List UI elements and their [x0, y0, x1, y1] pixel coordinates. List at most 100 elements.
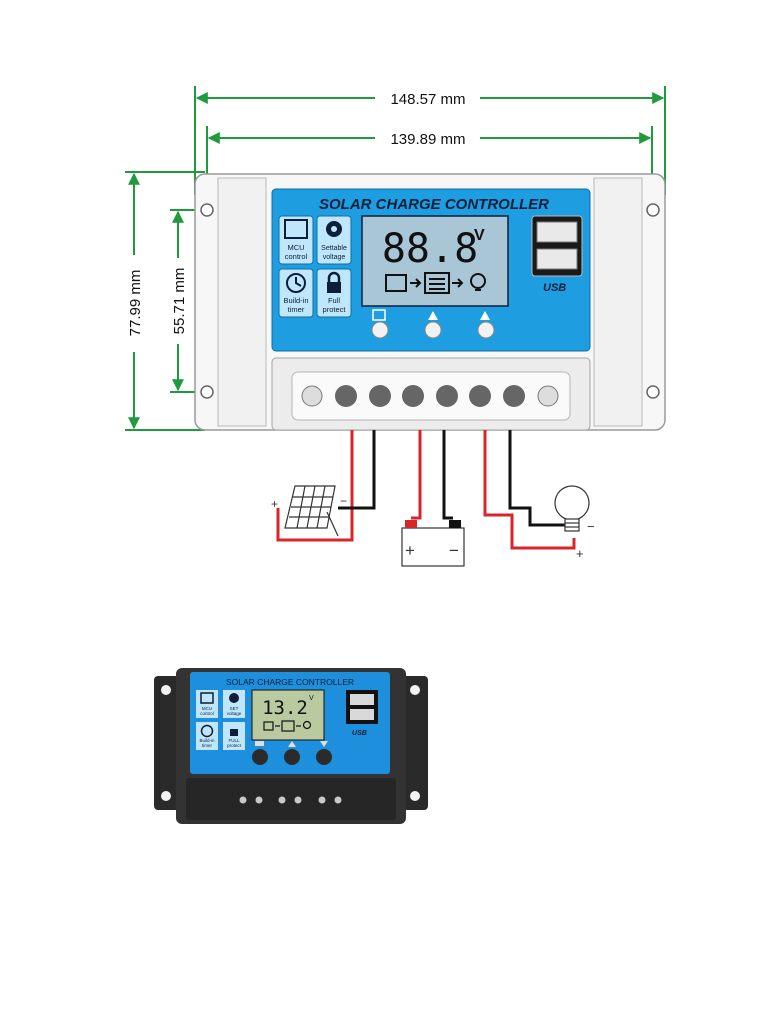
wire-solar-positive: [276, 430, 354, 542]
solar-positive-sign: +: [271, 497, 278, 511]
chip-icon: [200, 692, 214, 704]
photo-up-button[interactable]: [284, 749, 300, 765]
clock-icon: [200, 724, 214, 738]
down-button[interactable]: [477, 321, 495, 339]
wire-battery-positive: [411, 430, 422, 520]
mount-hole-icon: [646, 385, 660, 399]
dimension-hole-width-label: 139.89 mm: [390, 131, 465, 148]
dimension-overall-width-label: 148.57 mm: [390, 91, 465, 108]
photo-feature-timer-line1: Build-in: [199, 738, 215, 743]
photo-down-button[interactable]: [316, 749, 332, 765]
terminal-battery-negative: [436, 385, 458, 407]
clock-icon: [286, 273, 306, 293]
photo-title: SOLAR CHARGE CONTROLLER: [226, 677, 354, 687]
mount-hole-icon: [410, 685, 420, 695]
light-bulb-icon: [554, 485, 590, 532]
up-button[interactable]: [424, 321, 442, 339]
photo-feature-set: [223, 690, 245, 718]
lcd-reading: 88.8: [382, 226, 478, 272]
terminal-battery-positive: [402, 385, 424, 407]
up-arrow-icon: [288, 741, 296, 747]
feature-timer-line1: Build-in: [283, 296, 308, 305]
photo-feature-set-line1: SET: [230, 706, 239, 711]
menu-icon: [255, 741, 264, 746]
usb-port-icon: [536, 248, 578, 270]
photo-lcd-unit: V: [309, 695, 314, 702]
feature-protect-line1: Full: [328, 296, 340, 305]
wire-solar-negative: [338, 430, 376, 510]
feature-mcu-line1: MCU: [287, 243, 304, 252]
photo-lcd-solar-battery-load-icon: [263, 720, 312, 732]
mount-hole-icon: [161, 685, 171, 695]
mount-hole-icon: [200, 385, 214, 399]
chip-icon: [284, 219, 308, 239]
terminal-solar-negative: [369, 385, 391, 407]
mount-hole-icon: [410, 791, 420, 801]
photo-lcd-reading: 13.2: [262, 697, 308, 719]
terminal-screw-cover-icon: [301, 385, 323, 407]
mount-hole-icon: [200, 203, 214, 217]
lock-icon: [327, 271, 341, 293]
mount-hole-icon: [161, 791, 171, 801]
terminal-load-positive: [469, 385, 491, 407]
diagram-title: SOLAR CHARGE CONTROLLER: [319, 196, 549, 213]
dimension-overall-height: [125, 171, 205, 431]
battery-positive-sign: +: [405, 541, 415, 560]
gear-icon: [326, 221, 342, 237]
load-negative-sign: −: [587, 519, 595, 534]
photo-feature-protect-line2: protect: [227, 743, 242, 748]
usb-port-icon: [350, 694, 374, 705]
up-arrow-icon: [428, 311, 438, 320]
mount-hole-icon: [646, 203, 660, 217]
photo-feature-set-line2: voltage: [227, 711, 242, 716]
feature-settable-box: [316, 215, 352, 265]
feature-settable-line1: Settable: [321, 245, 347, 252]
terminal-screw-cover-icon: [537, 385, 559, 407]
down-light-icon: [320, 741, 328, 747]
menu-icon: [372, 309, 386, 321]
photo-terminal-block: [186, 778, 396, 820]
wire-load-negative: [508, 430, 566, 527]
usb-port-icon: [350, 709, 374, 720]
terminal-solar-positive: [335, 385, 357, 407]
product-photo: SOLAR CHARGE CONTROLLER MCU control SET …: [154, 668, 428, 824]
photo-feature-mcu-line1: MCU: [202, 706, 212, 711]
photo-feature-mcu-line2: control: [200, 711, 214, 716]
terminal-load-negative: [503, 385, 525, 407]
battery-negative-sign: −: [449, 541, 459, 560]
lcd-solar-battery-load-icon: [385, 272, 486, 294]
photo-lcd-screen: [251, 689, 325, 741]
photo-menu-button[interactable]: [252, 749, 268, 765]
load-positive-sign: +: [576, 546, 584, 561]
usb-port-icon: [536, 221, 578, 243]
photo-feature-timer-line2: timer: [202, 743, 213, 748]
usb-label: USB: [543, 282, 566, 294]
dimension-overall-width: [194, 86, 666, 195]
feature-mcu-line2: control: [285, 252, 308, 261]
gear-icon: [229, 693, 239, 703]
photo-feature-protect-line1: FULL: [228, 738, 240, 743]
wiring: [276, 430, 576, 550]
solar-panel-icon: [284, 485, 339, 537]
menu-button[interactable]: [371, 321, 389, 339]
lcd-unit: V: [474, 227, 485, 244]
feature-timer-line2: timer: [288, 305, 305, 314]
feature-settable-line2: voltage: [323, 254, 346, 261]
lock-icon: [230, 729, 238, 736]
solar-negative-sign: −: [340, 494, 347, 508]
terminal-block: [271, 357, 591, 431]
photo-terminal-screws: [239, 796, 342, 804]
wire-load-positive: [483, 430, 576, 550]
battery-icon: [401, 520, 465, 567]
dimension-hole-height-label: 55.71 mm: [171, 268, 188, 335]
feature-protect-line2: protect: [323, 305, 347, 314]
down-light-icon: [480, 311, 490, 320]
dimension-overall-height-label: 77.99 mm: [127, 270, 144, 337]
photo-usb-label: USB: [352, 730, 367, 737]
feature-mcu-box: [278, 215, 314, 265]
wire-battery-negative: [442, 430, 453, 520]
dimension-hole-width: [206, 126, 653, 205]
diagram-front-panel: SOLAR CHARGE CONTROLLER MCU control Sett…: [271, 188, 591, 352]
lcd-screen: [361, 215, 509, 307]
